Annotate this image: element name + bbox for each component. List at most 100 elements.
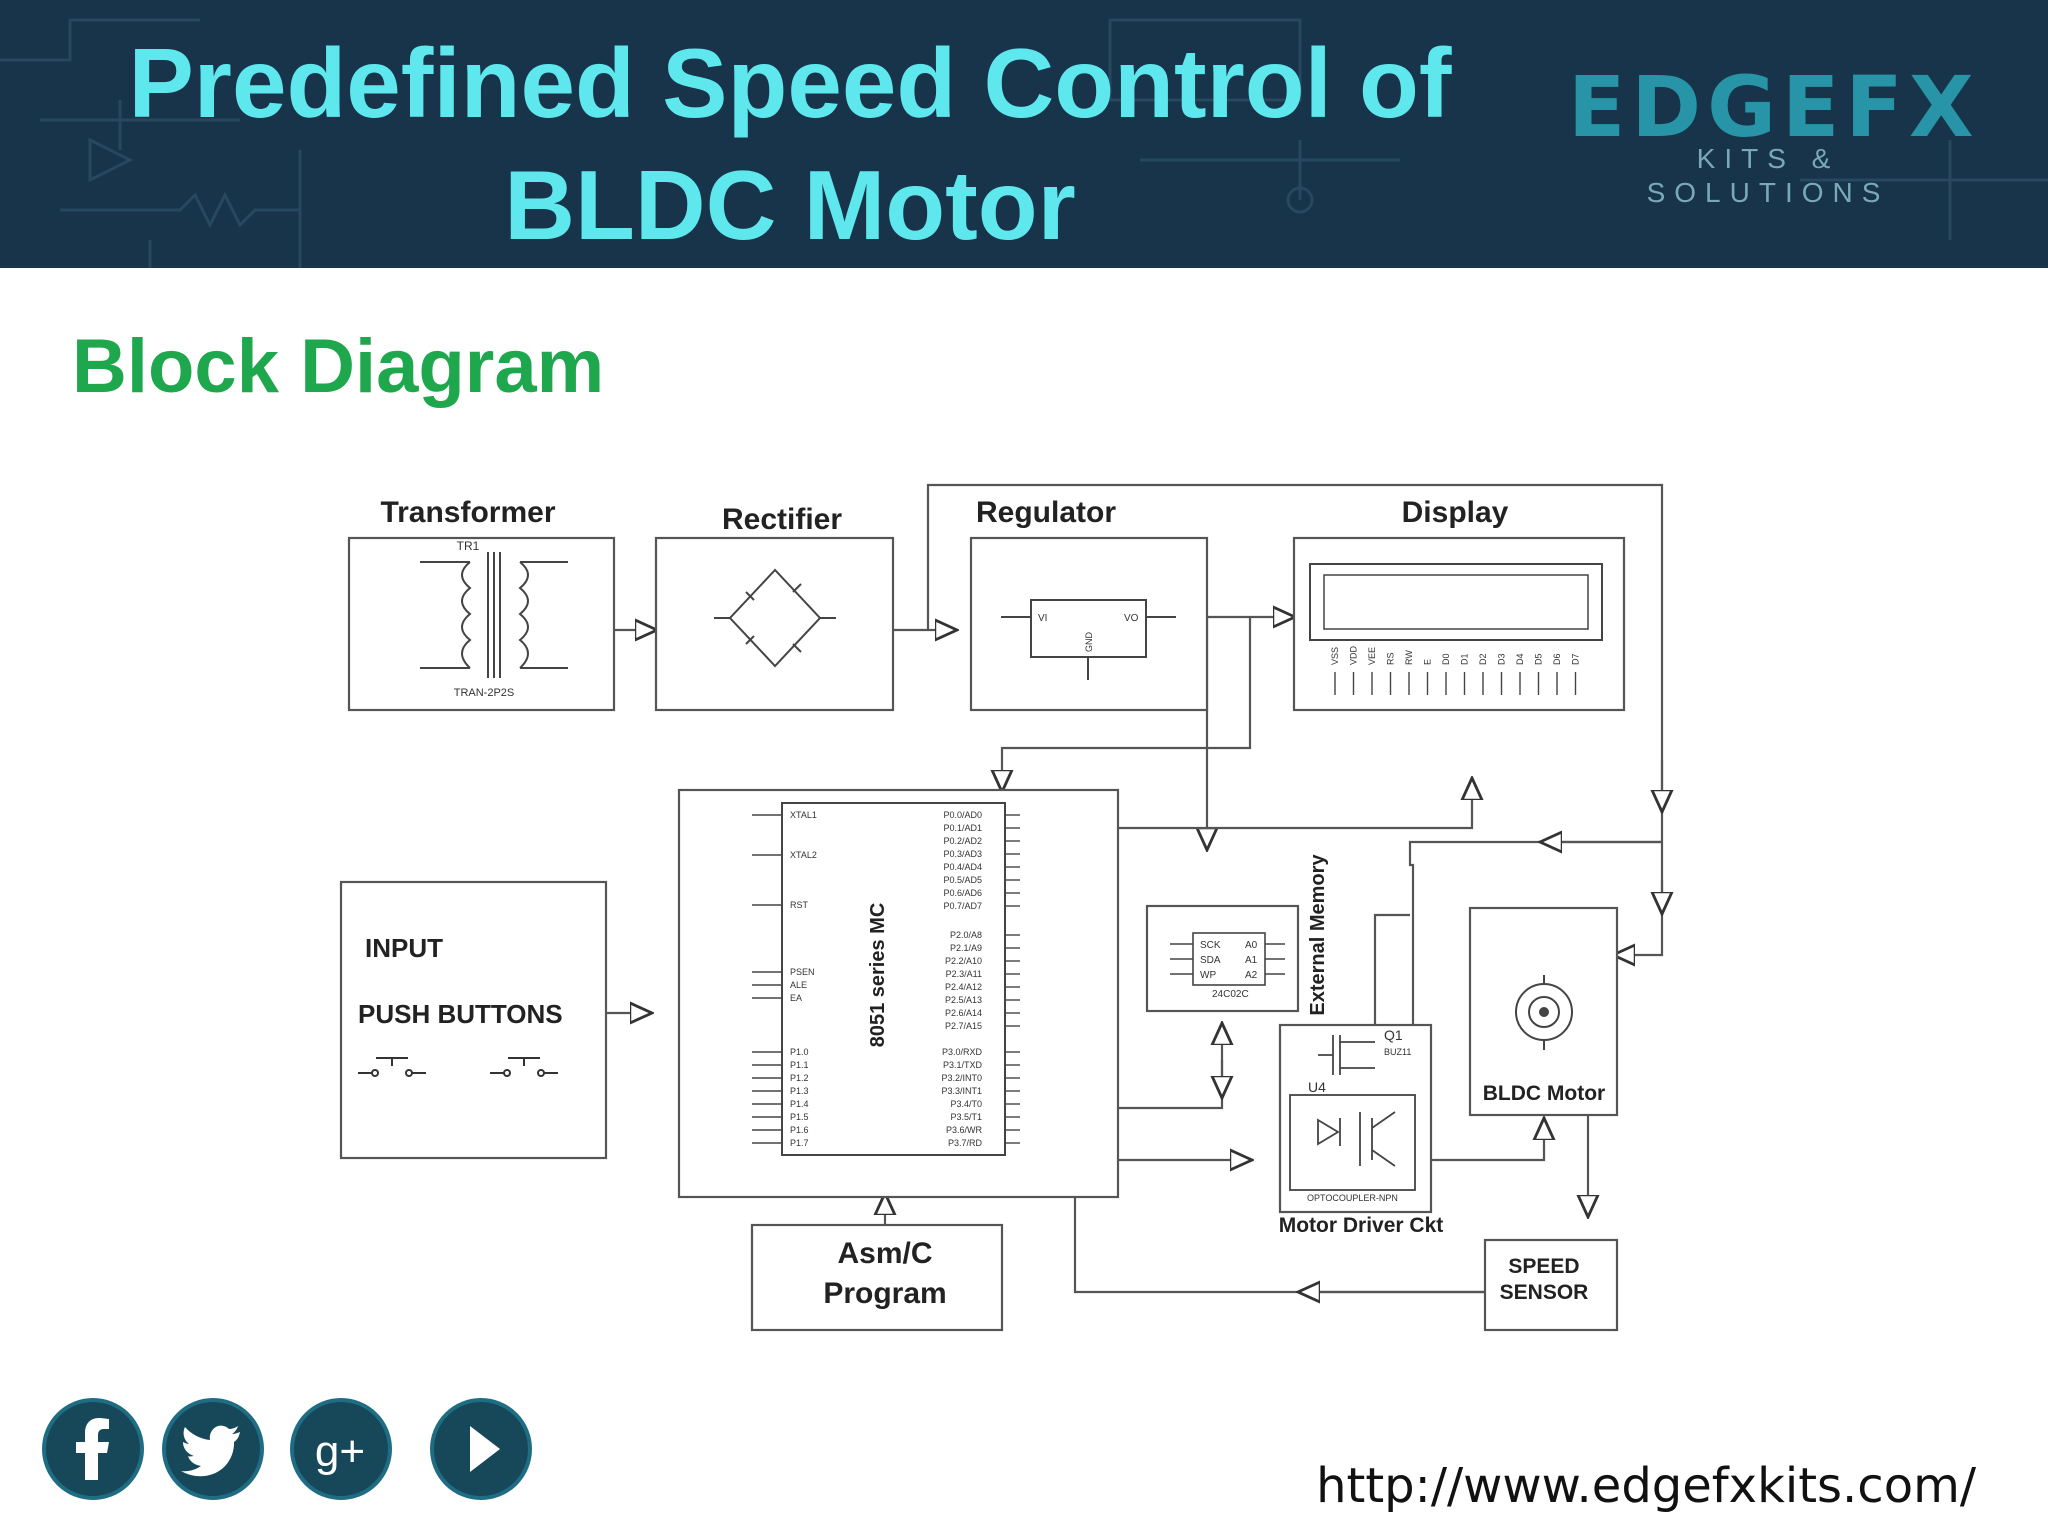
display-pin-label: RS [1386,652,1396,665]
motor-block: BLDC Motor [1468,906,1619,1117]
memory-label: External Memory [1307,854,1329,1016]
header-banner: Predefined Speed Control of BLDC Motor E… [0,0,2048,268]
mcu-left-pin-label: P1.3 [790,1086,809,1096]
website-url[interactable]: http://www.edgefxkits.com/ [1316,1458,1976,1514]
mcu-label: 8051 series MC [867,903,889,1048]
mcu-right-pin-label: P2.3/A11 [946,969,982,979]
mcu-right-pin-label: P3.1/TXD [943,1060,983,1070]
wire-supply-top [926,483,1664,810]
google-plus-button[interactable]: g+ [290,1398,392,1500]
display-pin-label: D6 [1552,653,1562,665]
transformer-label: Transformer [380,496,555,529]
display-pin-label: VDD [1349,645,1359,665]
mcu-right-pin-label: P3.4/T0 [950,1099,982,1109]
mcu-left-pin-label: P1.4 [790,1099,809,1109]
mcu-right-pin-label: P3.6/WR [946,1125,983,1135]
driver-label: Motor Driver Ckt [1279,1214,1444,1237]
display-pin-label: E [1423,659,1433,665]
memory-wp: WP [1200,970,1216,981]
mcu-right-pin-label: P3.0/RXD [942,1047,983,1057]
mcu-right-pins: P0.0/AD0P0.1/AD1P0.2/AD2P0.3/AD3P0.4/AD4… [941,810,1020,1148]
mcu-left-pin-label: XTAL2 [790,850,817,860]
wire-mcu-display [1118,780,1472,830]
display-pin-label: VEE [1367,647,1377,665]
page-title: Predefined Speed Control of BLDC Motor [60,22,1520,266]
mcu-right-pin-label: P0.6/AD6 [943,888,982,898]
facebook-icon [76,1418,109,1480]
twitter-button[interactable] [162,1398,264,1500]
edgefx-logo: EDGEFX KITS & SOLUTIONS [1568,58,1980,208]
driver-q-part: BUZ11 [1384,1047,1411,1057]
mcu-right-pin-label: P0.1/AD1 [943,823,982,833]
title-line-2: BLDC Motor [504,150,1076,260]
input-label: INPUT [365,933,443,963]
display-pin-label: D3 [1497,653,1507,665]
sensor-line-1: SPEED [1508,1255,1579,1278]
section-title: Block Diagram [72,324,605,409]
memory-block: External Memory SCK SDA WP A0 A1 A2 24C0… [1145,854,1329,1016]
memory-a2: A2 [1245,970,1258,981]
mcu-right-pin-label: P0.7/AD7 [943,901,982,911]
mcu-right-pin-label: P0.3/AD3 [943,849,982,859]
regulator-gnd: GND [1084,632,1094,653]
mcu-left-pin-label: P1.0 [790,1047,809,1057]
facebook-button[interactable] [42,1398,144,1500]
google-plus-icon: g+ [315,1427,365,1476]
driver-q-ref: Q1 [1384,1027,1403,1043]
wire-mcu-memory [1118,1025,1222,1110]
display-pin-label: D7 [1571,653,1581,665]
push-buttons-label: PUSH BUTTONS [358,999,563,1029]
mcu-left-pin-label: ALE [790,980,807,990]
transformer-block: Transformer TR1 TRAN-2P2S [347,496,616,712]
motor-label: BLDC Motor [1483,1082,1605,1105]
display-pin-label: VSS [1330,647,1340,665]
display-pin-label: D1 [1460,653,1470,665]
mcu-right-pin-label: P2.7/A15 [945,1021,982,1031]
rectifier-label: Rectifier [722,503,842,536]
driver-u-ref: U4 [1308,1079,1326,1095]
memory-part: 24C02C [1212,989,1249,1000]
logo-wordmark: EDGEFX [1568,58,1980,156]
driver-u-part: OPTOCOUPLER-NPN [1307,1193,1398,1203]
mcu-right-pin-label: P2.4/A12 [945,982,982,992]
sensor-line-2: SENSOR [1500,1281,1589,1304]
mcu-right-pin-label: P0.4/AD4 [943,862,982,872]
regulator-vo: VO [1124,613,1139,624]
memory-a0: A0 [1245,940,1258,951]
block-diagram: Transformer TR1 TRAN-2P2S Rectifier Regu… [339,483,1690,1332]
svg-text:g+: g+ [315,1427,365,1476]
memory-a1: A1 [1245,955,1258,966]
regulator-label: Regulator [976,496,1116,529]
regulator-block: Regulator VI VO GND [969,496,1209,712]
mcu-left-pin-label: P1.1 [790,1060,809,1070]
wire-driver-link [1373,913,1410,1025]
mcu-left-pin-label: P1.5 [790,1112,809,1122]
display-pin-label: D4 [1515,653,1525,665]
mcu-right-pin-label: P3.5/T1 [950,1112,982,1122]
input-block: INPUT PUSH BUTTONS [339,880,608,1160]
mcu-right-pin-label: P0.0/AD0 [943,810,982,820]
program-line-1: Asm/C [837,1237,932,1270]
mcu-left-pin-label: XTAL1 [790,810,817,820]
title-line-1: Predefined Speed Control of [128,28,1452,138]
logo-tagline: KITS & SOLUTIONS [1646,143,1890,208]
display-pin-label: RW [1404,650,1414,665]
mcu-right-pin-label: P3.3/INT1 [941,1086,982,1096]
mcu-left-pin-label: P1.7 [790,1138,809,1148]
twitter-icon [181,1425,240,1477]
transformer-ref: TR1 [457,539,480,553]
play-button[interactable] [430,1398,532,1500]
display-label: Display [1402,496,1509,529]
mcu-right-pin-label: P2.0/A8 [950,930,982,940]
mcu-right-pin-label: P0.5/AD5 [943,875,982,885]
circuit-background [0,18,2048,268]
display-pin-label: D0 [1441,653,1451,665]
transformer-part: TRAN-2P2S [454,687,515,699]
wire-supply-motor [1615,810,1664,955]
mcu-right-pin-label: P3.2/INT0 [941,1073,982,1083]
mcu-left-pin-label: P1.6 [790,1125,809,1135]
mcu-left-pins: XTAL1XTAL2RSTPSENALEEAP1.0P1.1P1.2P1.3P1… [752,810,817,1148]
mcu-block: 8051 series MC XTAL1XTAL2RSTPSENALEEAP1.… [677,788,1120,1199]
